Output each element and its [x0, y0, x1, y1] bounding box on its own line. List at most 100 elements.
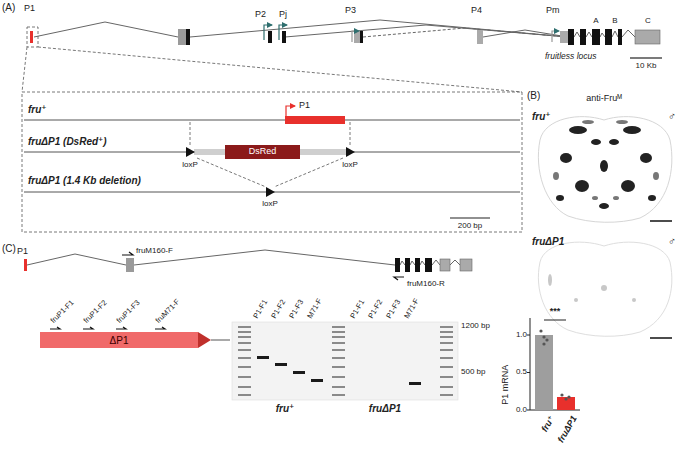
gel-image — [332, 357, 345, 359]
exon-boxes — [360, 31, 363, 43]
lane-label: P1-F2 — [366, 298, 384, 320]
bar-chart — [544, 320, 566, 321]
brain-image — [556, 126, 656, 209]
lane-label: M71-F — [305, 297, 324, 320]
gel-image — [440, 394, 453, 396]
gel-image — [409, 382, 421, 385]
gel-image — [332, 331, 345, 333]
gel-image — [311, 379, 323, 382]
gel-image — [257, 356, 421, 385]
locus-name: fruitless locus — [545, 51, 597, 61]
promoter-arrows — [279, 25, 287, 40]
panel-letter: (B) — [527, 90, 540, 102]
exon-boxes — [186, 29, 190, 45]
gel-image — [332, 342, 345, 344]
loxp-site — [266, 187, 275, 197]
p1-exon — [286, 106, 295, 116]
genotype-label: fruΔP1 — [369, 403, 401, 415]
size-marker: 1200 bp — [461, 321, 490, 331]
deletion-bar — [198, 332, 230, 348]
gel-image — [332, 336, 345, 338]
splice-lines — [574, 32, 580, 37]
deletion-bar — [198, 332, 211, 348]
exon-boxes — [425, 258, 432, 272]
gel-image — [332, 386, 345, 388]
category-label: fru⁺ — [540, 414, 558, 434]
bar-chart — [542, 335, 545, 338]
gel-image — [238, 386, 251, 388]
brain-image — [538, 242, 671, 336]
promoter-label: P1 — [24, 3, 35, 14]
primer-arrow — [50, 252, 404, 329]
inset-box — [27, 27, 38, 47]
bar-chart — [560, 393, 563, 396]
panel-letter: (A) — [2, 2, 15, 14]
exon-label: B — [612, 16, 617, 26]
lane-label: M71-F — [402, 297, 421, 320]
sex-symbol: ♂ — [668, 110, 676, 123]
inset-box — [22, 47, 27, 92]
brain-image — [632, 298, 636, 302]
brain-image — [538, 117, 671, 223]
exon-boxes — [282, 31, 286, 43]
gel-image — [293, 371, 305, 374]
brain-image — [569, 126, 587, 134]
box-text: DsRed — [249, 147, 277, 157]
bar-chart — [527, 335, 530, 336]
primer-arrow — [83, 327, 93, 329]
gel-image — [238, 336, 251, 338]
brain-image — [640, 153, 652, 163]
scale-label: 200 bp — [458, 221, 482, 231]
splice-lines — [134, 250, 395, 265]
gel-image — [440, 366, 453, 368]
brain-image — [599, 203, 609, 209]
lane-label: P1-F2 — [269, 298, 287, 320]
lane-label: P1-F3 — [384, 298, 402, 320]
exon-boxes — [178, 29, 186, 45]
exon-boxes — [635, 30, 660, 44]
bar-chart — [530, 318, 531, 410]
bar-chart — [539, 329, 570, 400]
brain-image — [591, 139, 601, 145]
brain-image — [592, 196, 598, 200]
box-text: ΔP1 — [110, 335, 129, 346]
inset-box — [22, 27, 522, 232]
recombination-lines — [350, 122, 351, 146]
brain-image — [609, 139, 619, 145]
sex-symbol: ♂ — [668, 235, 676, 248]
brain-image — [582, 120, 594, 124]
genotype-label: fru⁺ — [276, 403, 295, 415]
deletion-box: ΔP1 — [40, 332, 198, 348]
exon-boxes — [24, 258, 472, 272]
exon-boxes — [405, 258, 410, 272]
splice-lines — [450, 260, 460, 265]
dna-lines — [24, 120, 520, 121]
exon-boxes — [580, 29, 586, 45]
brain-image — [528, 232, 680, 344]
cassette-box: DsRed — [225, 145, 300, 159]
bar-chart — [539, 329, 542, 332]
brain-image — [650, 220, 672, 222]
gel-image — [238, 394, 251, 396]
genotype-label: fruΔP1 (DsRed⁺) — [28, 136, 107, 148]
exon-boxes — [354, 31, 360, 43]
exon-boxes — [560, 31, 568, 43]
bar-chart — [545, 338, 548, 341]
promoter-label: P1 — [299, 100, 310, 111]
primer-label: fruM160-R — [407, 279, 445, 289]
inset-box — [22, 92, 522, 232]
primer-label: fruP1-F1 — [49, 298, 76, 325]
dna-lines — [24, 120, 520, 192]
brain-image — [650, 337, 672, 339]
gel-image — [275, 363, 287, 366]
exon-label: A — [593, 16, 598, 26]
splice-lines — [586, 32, 592, 37]
splice-lines — [410, 261, 415, 265]
gel-image — [238, 331, 251, 333]
brain-image — [648, 195, 656, 201]
splice-lines — [622, 30, 635, 37]
gel-image — [257, 356, 269, 359]
loxp-label: loxP — [182, 160, 198, 170]
primer-arrow — [394, 277, 404, 280]
